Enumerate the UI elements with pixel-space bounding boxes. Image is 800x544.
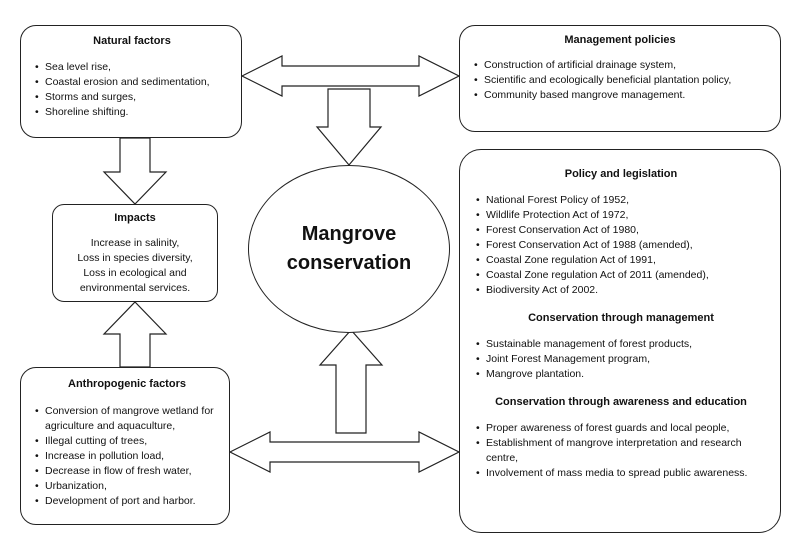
impacts-text: Increase in salinity, Loss in species di… <box>59 236 211 296</box>
natural-factors-title: Natural factors <box>93 35 171 47</box>
list-item: Forest Conservation Act of 1980, <box>474 223 768 238</box>
impacts-line: Increase in salinity, <box>90 237 180 249</box>
center-title-line2: conservation <box>286 252 412 274</box>
list-item: Decrease in flow of fresh water, <box>33 464 221 479</box>
anthropogenic-factors-list: Conversion of mangrove wetland for agric… <box>33 404 221 509</box>
impacts-line: Loss in ecological and <box>83 267 187 279</box>
arrow-bottom-circle <box>318 329 384 434</box>
list-item: Shoreline shifting. <box>33 105 231 120</box>
natural-factors-box: Natural factors Sea level rise, Coastal … <box>20 25 242 138</box>
list-item: Urbanization, <box>33 479 221 494</box>
policy-legislation-title: Policy and legislation <box>564 168 678 180</box>
list-item: Community based mangrove management. <box>472 88 768 103</box>
natural-factors-list: Sea level rise, Coastal erosion and sedi… <box>33 60 231 120</box>
mangrove-conservation-circle: Mangrove conservation <box>248 165 450 333</box>
arrow-natural-impacts <box>102 137 168 205</box>
impacts-line: environmental services. <box>79 282 191 294</box>
impacts-line: Loss in species diversity, <box>77 252 193 264</box>
management-policies-title: Management policies <box>564 34 676 46</box>
list-item: Illegal cutting of trees, <box>33 434 221 449</box>
list-item: Conversion of mangrove wetland for agric… <box>33 404 221 434</box>
management-policies-list: Construction of artificial drainage syst… <box>472 58 768 103</box>
list-item: Coastal Zone regulation Act of 2011 (ame… <box>474 268 768 283</box>
list-item: Mangrove plantation. <box>474 367 768 382</box>
anthropogenic-factors-title: Anthropogenic factors <box>68 378 186 390</box>
conservation-management-list: Sustainable management of forest product… <box>474 337 768 382</box>
list-item: Biodiversity Act of 2002. <box>474 283 768 298</box>
list-item: Coastal erosion and sedimentation, <box>33 75 231 90</box>
center-title-line1: Mangrove <box>301 223 397 245</box>
awareness-education-title: Conservation through awareness and educa… <box>495 396 747 408</box>
list-item: Development of port and harbor. <box>33 494 221 509</box>
list-item: Forest Conservation Act of 1988 (amended… <box>474 238 768 253</box>
list-item: Increase in pollution load, <box>33 449 221 464</box>
list-item: Sustainable management of forest product… <box>474 337 768 352</box>
list-item: Involvement of mass media to spread publ… <box>474 466 768 481</box>
list-item: Scientific and ecologically beneficial p… <box>472 73 768 88</box>
conservation-management-title: Conservation through management <box>528 312 714 324</box>
anthropogenic-factors-box: Anthropogenic factors Conversion of mang… <box>20 367 230 525</box>
list-item: Proper awareness of forest guards and lo… <box>474 421 768 436</box>
awareness-education-list: Proper awareness of forest guards and lo… <box>474 421 768 481</box>
list-item: Construction of artificial drainage syst… <box>472 58 768 73</box>
list-item: National Forest Policy of 1952, <box>474 193 768 208</box>
impacts-box: Impacts Increase in salinity, Loss in sp… <box>52 204 218 302</box>
policy-legislation-list: National Forest Policy of 1952, Wildlife… <box>474 193 768 298</box>
arrow-anthro-conservation <box>228 431 461 473</box>
list-item: Sea level rise, <box>33 60 231 75</box>
list-item: Storms and surges, <box>33 90 231 105</box>
list-item: Wildlife Protection Act of 1972, <box>474 208 768 223</box>
list-item: Establishment of mangrove interpretation… <box>474 436 768 466</box>
arrow-anthro-impacts <box>102 301 168 368</box>
arrow-management-circle <box>315 88 383 166</box>
impacts-title: Impacts <box>114 212 156 224</box>
management-policies-box: Management policies Construction of arti… <box>459 25 781 132</box>
policy-conservation-box: Policy and legislation National Forest P… <box>459 149 781 533</box>
list-item: Joint Forest Management program, <box>474 352 768 367</box>
list-item: Coastal Zone regulation Act of 1991, <box>474 253 768 268</box>
